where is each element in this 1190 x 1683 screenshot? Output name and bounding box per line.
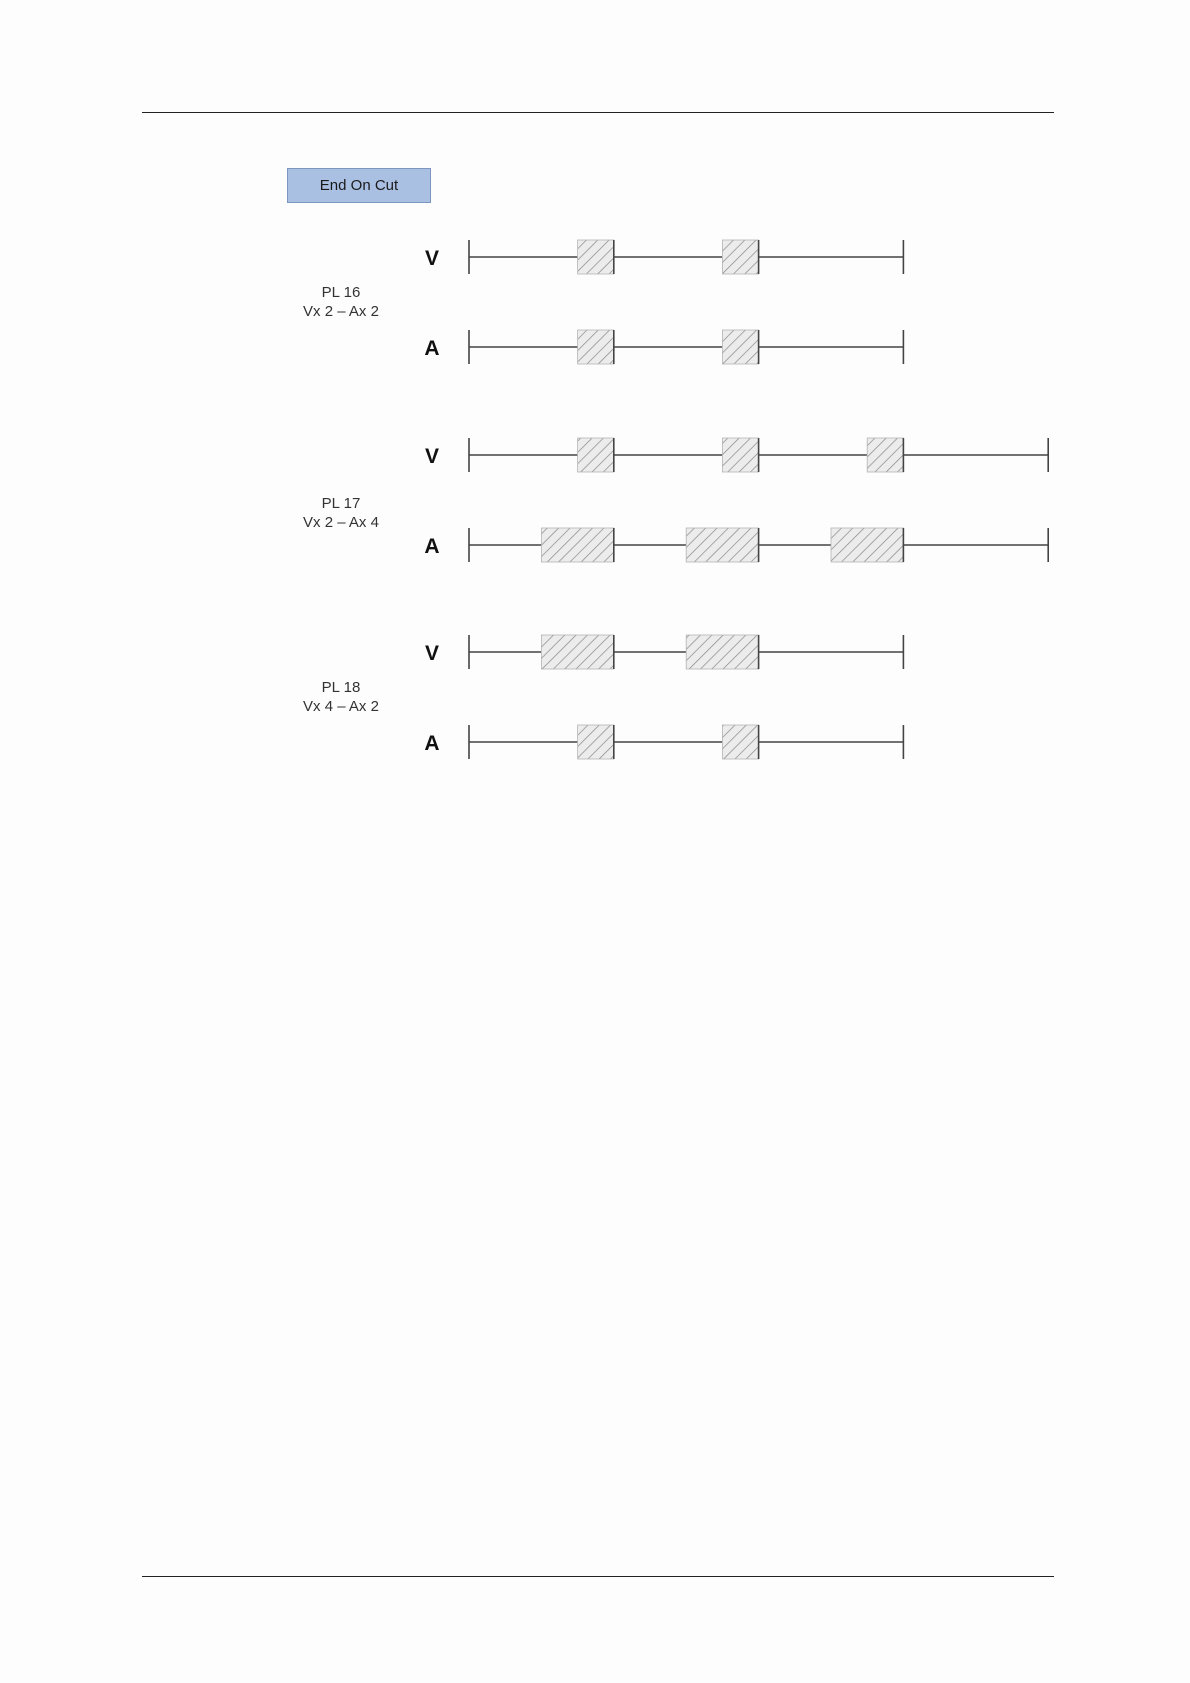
hatched-segment	[686, 635, 758, 669]
hatched-segment	[722, 240, 758, 274]
track-label: V	[425, 642, 439, 665]
track-label: A	[424, 732, 439, 755]
hatched-segment	[541, 528, 613, 562]
hatched-segment	[686, 528, 758, 562]
track-label: V	[425, 247, 439, 270]
hatched-segment	[831, 528, 903, 562]
hatched-segment	[867, 438, 903, 472]
playlist-title: PL 16	[322, 284, 361, 301]
playlist-title: PL 18	[322, 679, 361, 696]
hatched-segment	[578, 725, 614, 759]
track-label: V	[425, 445, 439, 468]
track-label: A	[424, 337, 439, 360]
playlist-subtitle: Vx 2 – Ax 4	[303, 514, 379, 531]
hatched-segment	[578, 330, 614, 364]
hatched-segment	[722, 438, 758, 472]
hatched-segment	[578, 240, 614, 274]
hatched-segment	[722, 330, 758, 364]
playlist-group: PL 17 Vx 2 – Ax 4 V A	[303, 438, 1048, 562]
footer-rule	[142, 1576, 1054, 1577]
hatched-segment	[578, 438, 614, 472]
playlist-group: PL 18 Vx 4 – Ax 2 V A	[303, 635, 903, 759]
playlist-subtitle: Vx 2 – Ax 2	[303, 303, 379, 320]
playlist-group: PL 16 Vx 2 – Ax 2 V A	[303, 240, 903, 364]
track-label: A	[424, 535, 439, 558]
hatched-segment	[722, 725, 758, 759]
playlist-title: PL 17	[322, 495, 361, 512]
playlist-subtitle: Vx 4 – Ax 2	[303, 698, 379, 715]
hatched-segment	[541, 635, 613, 669]
